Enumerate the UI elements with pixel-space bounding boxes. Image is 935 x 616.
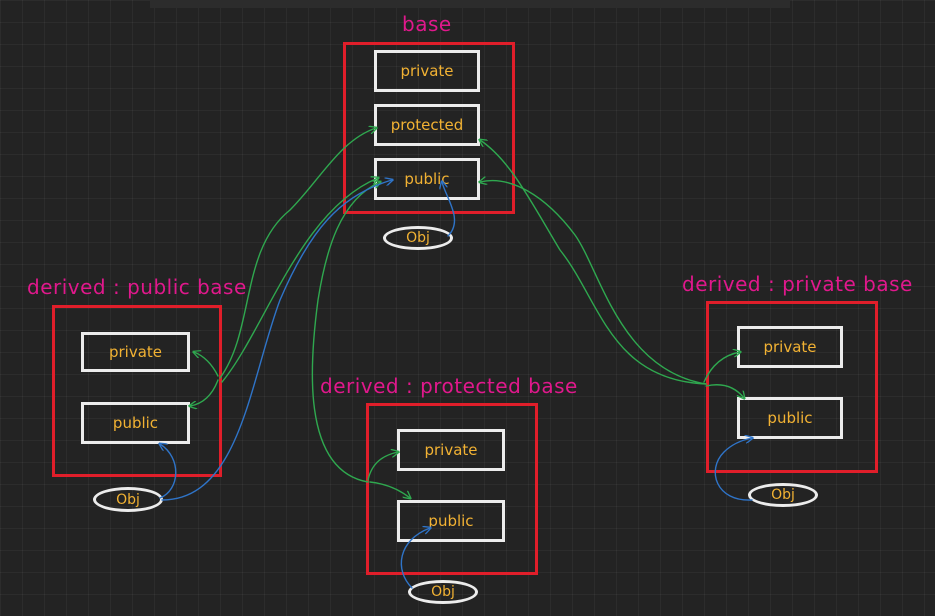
public-obj-derived-access-arrow: [160, 444, 177, 499]
private-to-private-arrow: [703, 352, 740, 383]
private-to-public-arrow: [705, 384, 744, 398]
private-obj-access-arrow: [714, 438, 752, 501]
protected-to-private-arrow: [367, 452, 398, 481]
derived-private-title: derived : private base: [682, 272, 913, 296]
public-obj-base-access-arrow: [161, 180, 392, 501]
derived-public-title: derived : public base: [27, 275, 247, 299]
derived-public-box: [52, 305, 222, 477]
public-inherit-public-arrow: [221, 178, 378, 383]
public-inherit-protected-arrow: [219, 128, 376, 379]
private-inherit-public-arrow: [480, 181, 707, 385]
base-object: Obj: [383, 226, 453, 250]
base-class-box: [343, 42, 515, 214]
public-to-public-arrow: [190, 379, 219, 406]
protected-to-public-arrow: [369, 481, 410, 498]
base-class-title: base: [402, 12, 452, 36]
derived-public-public-member: public: [81, 402, 190, 444]
private-inherit-protected-arrow: [480, 140, 707, 385]
public-to-private-arrow: [194, 352, 219, 377]
top-toolbar-strip: [150, 0, 790, 8]
derived-private-public-member: public: [737, 397, 843, 439]
derived-public-private-member: private: [81, 332, 190, 372]
derived-public-object: Obj: [93, 487, 163, 512]
derived-protected-object: Obj: [408, 580, 478, 604]
derived-private-object: Obj: [748, 483, 818, 507]
derived-protected-title: derived : protected base: [320, 374, 578, 398]
derived-private-private-member: private: [737, 326, 843, 368]
base-obj-access-arrow: [442, 182, 456, 237]
derived-private-box: [706, 301, 878, 473]
derived-protected-box: [366, 403, 538, 575]
base-private-member: private: [374, 50, 480, 92]
protected-obj-access-arrow: [400, 528, 430, 589]
base-protected-member: protected: [374, 104, 480, 146]
protected-inherit-arrow: [311, 182, 380, 483]
derived-protected-public-member: public: [397, 500, 505, 542]
